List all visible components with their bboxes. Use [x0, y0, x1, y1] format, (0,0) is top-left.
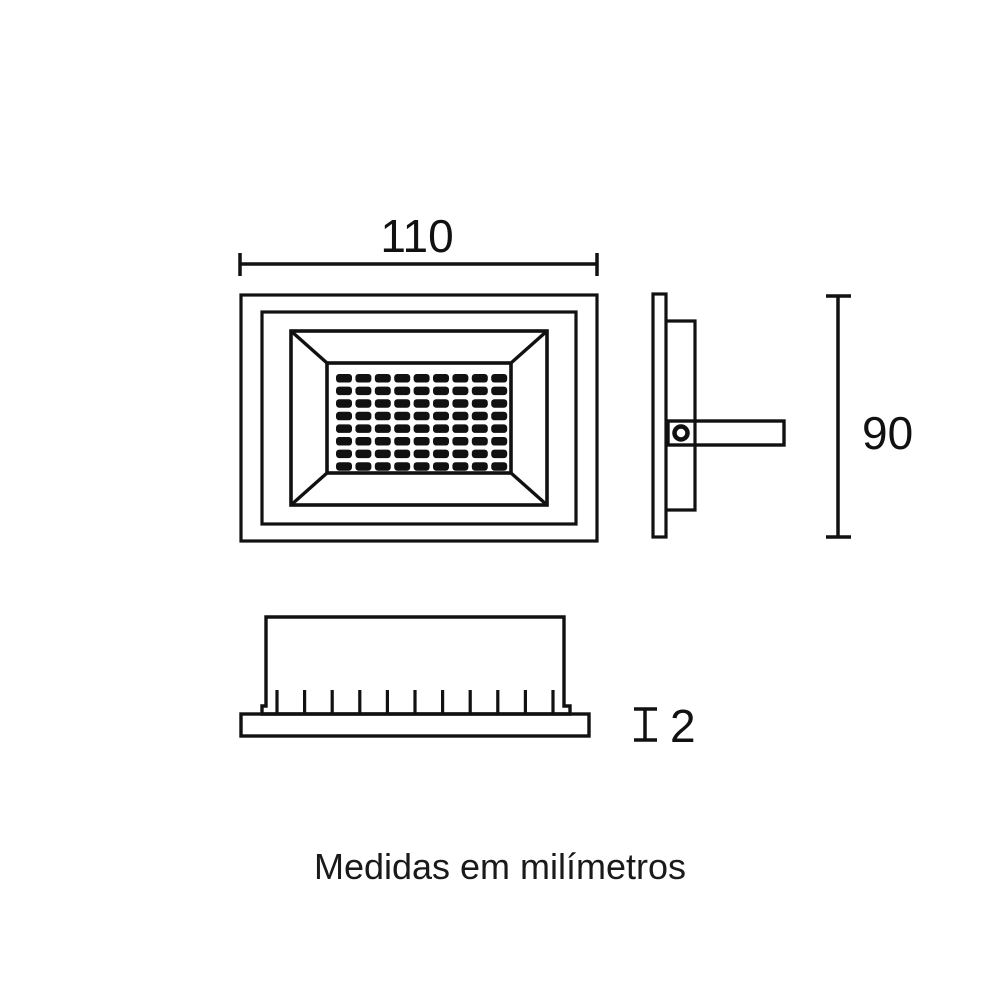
led-dot — [413, 437, 430, 446]
led-dot — [374, 462, 391, 471]
led-dot — [452, 374, 469, 383]
front-view-inner-frame — [260, 310, 578, 526]
led-dot — [452, 399, 469, 408]
led-dot — [336, 424, 352, 433]
front-view-bevel-bottom-right — [509, 471, 549, 507]
led-dot — [491, 462, 508, 471]
led-dot — [355, 449, 372, 459]
led-dot — [374, 386, 391, 396]
led-dot — [433, 411, 449, 421]
led-dot — [394, 399, 411, 408]
led-dot — [413, 449, 430, 459]
led-dot — [471, 449, 488, 459]
front-view-reflector-frame — [289, 329, 549, 507]
led-dot — [471, 424, 488, 433]
side-view-front-plate — [651, 292, 668, 539]
led-dot — [355, 437, 372, 446]
led-dot — [355, 374, 372, 383]
led-dot — [471, 437, 488, 446]
dimension-height-90: 90 — [826, 294, 913, 539]
led-dot — [433, 386, 449, 396]
bottom-view-fin-group — [275, 690, 555, 714]
led-dot — [336, 386, 352, 396]
bottom-view — [239, 615, 591, 738]
led-dot — [452, 462, 469, 471]
led-dot — [336, 411, 352, 421]
dimension-width-label: 110 — [380, 210, 453, 262]
led-dot — [394, 374, 411, 383]
led-dot — [336, 399, 352, 408]
led-dot — [452, 437, 469, 446]
led-dot — [336, 437, 352, 446]
led-dot — [491, 374, 508, 383]
led-dot — [413, 386, 430, 396]
led-dot — [433, 437, 449, 446]
front-view-bevel-top-left — [289, 329, 329, 365]
led-dot — [355, 411, 372, 421]
dimension-height-label: 90 — [862, 407, 913, 459]
side-view-mounting-bracket — [666, 419, 786, 447]
led-dot — [374, 374, 391, 383]
led-dot — [433, 449, 449, 459]
led-dot — [452, 424, 469, 433]
led-dot — [433, 374, 449, 383]
led-dot — [413, 462, 430, 471]
led-dot — [374, 424, 391, 433]
led-dot — [374, 399, 391, 408]
front-view-outer-frame — [239, 293, 599, 543]
led-dot — [471, 462, 488, 471]
led-dot — [336, 462, 352, 471]
led-dot — [374, 437, 391, 446]
dimension-base-thickness-2: 2 — [634, 700, 696, 752]
measurement-units-caption: Medidas em milímetros — [314, 846, 686, 887]
led-dot — [491, 424, 508, 433]
dimension-width-110: 110 — [238, 210, 599, 276]
led-dot — [491, 399, 508, 408]
led-dot — [394, 437, 411, 446]
led-dot — [491, 437, 508, 446]
led-dot — [413, 399, 430, 408]
front-view-bevel-bottom-left — [289, 471, 329, 507]
front-view-led-panel — [325, 361, 513, 475]
led-dot — [471, 374, 488, 383]
led-dot — [433, 399, 449, 408]
led-dot — [471, 411, 488, 421]
led-dot — [452, 449, 469, 459]
led-dot — [452, 411, 469, 421]
led-dot — [336, 374, 352, 383]
led-dot — [394, 386, 411, 396]
led-dot — [355, 399, 372, 408]
led-dot — [471, 399, 488, 408]
led-dot — [336, 449, 352, 459]
front-view — [239, 293, 599, 543]
led-dot — [471, 386, 488, 396]
led-dot — [355, 386, 372, 396]
led-dot — [394, 411, 411, 421]
side-view — [651, 292, 786, 539]
led-dot — [394, 449, 411, 459]
led-dot — [452, 386, 469, 396]
led-dot — [491, 386, 508, 396]
led-dot — [355, 424, 372, 433]
led-dot — [394, 424, 411, 433]
dimension-base-label: 2 — [670, 700, 696, 752]
led-dot — [355, 462, 372, 471]
led-dot — [433, 462, 449, 471]
led-dot — [374, 449, 391, 459]
led-dot — [491, 449, 508, 459]
led-dot — [413, 424, 430, 433]
led-dot — [413, 411, 430, 421]
bottom-view-base-plate — [239, 712, 591, 738]
front-view-bevel-top-right — [509, 329, 549, 365]
led-dot — [394, 462, 411, 471]
led-dot — [433, 424, 449, 433]
front-view-led-array — [336, 374, 508, 471]
side-view-body-block — [666, 319, 697, 512]
led-dot — [374, 411, 391, 421]
led-dot — [413, 374, 430, 383]
led-dot — [491, 411, 508, 421]
side-view-fixing-hole — [672, 424, 690, 442]
